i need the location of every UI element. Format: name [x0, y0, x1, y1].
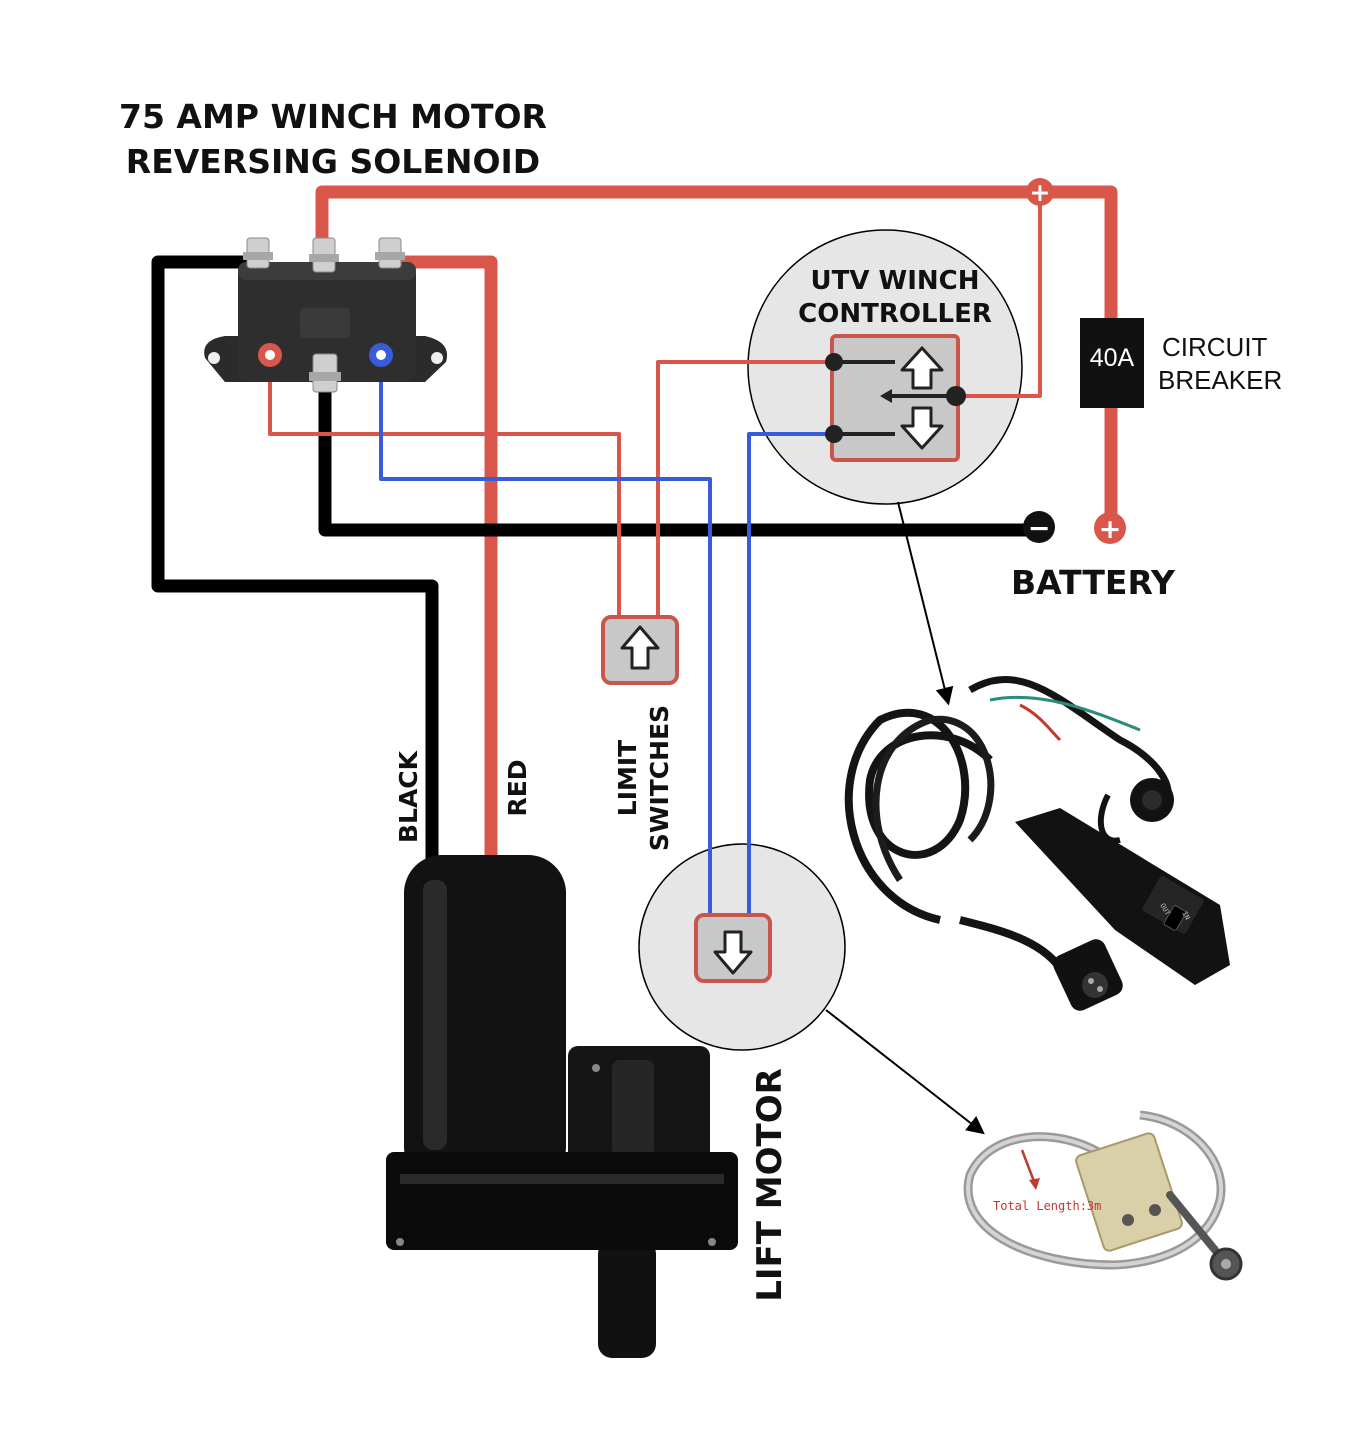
limit-switch-up [601, 615, 679, 685]
solenoid-post-center [309, 237, 339, 273]
wire-red-solenoid-up [268, 355, 621, 617]
controller-label-line1: UTV WINCH [811, 266, 980, 296]
wires [151, 185, 1118, 915]
wire-label-black: BLACK [394, 749, 423, 843]
solenoid [204, 237, 448, 393]
breaker-label-line2: BREAKER [1158, 365, 1282, 395]
cable-length-note: Total Length:3m [993, 1199, 1101, 1213]
solenoid-post-right [375, 237, 405, 269]
wire-red-controller-up [656, 360, 832, 617]
battery-positive-terminal: + [1094, 512, 1126, 545]
controller-switch [825, 334, 966, 462]
limit-switch-photo: Total Length:3m [963, 1110, 1243, 1281]
limit-up-arrow-icon [620, 625, 660, 670]
circuit-breaker: 40A [1080, 318, 1144, 408]
wire-blue-solenoid-down [379, 355, 712, 915]
limit-pointer-arrow [825, 1009, 985, 1135]
remote-socket [968, 676, 1174, 844]
lift-motor-label: LIFT MOTOR [750, 1068, 790, 1302]
remote-handset: OUT IN [1015, 808, 1230, 985]
solenoid-title-line2: REVERSING SOLENOID [126, 142, 540, 181]
terminal-plus-tap: + [1026, 178, 1054, 207]
controller-common-arrow-icon [880, 389, 892, 403]
controller-pointer-arrow [897, 501, 954, 706]
plus-sign-icon: + [1099, 514, 1122, 545]
minus-sign-icon: − [1028, 513, 1051, 544]
wire-blue-controller-down [747, 432, 832, 915]
remote-plug [1053, 939, 1123, 1011]
remote-cable-coil [844, 709, 993, 924]
limit-switch-body [1075, 1132, 1243, 1281]
wire-label-red: RED [503, 759, 532, 816]
battery-label: BATTERY [1011, 563, 1176, 602]
battery-negative-terminal: − [1023, 511, 1055, 544]
remote-in-label: IN [1180, 910, 1191, 921]
limit-switches-label-line2: SWITCHES [645, 705, 674, 851]
breaker-rating-text: 40A [1090, 344, 1135, 372]
solenoid-title-line1: 75 AMP WINCH MOTOR [119, 97, 547, 136]
motor-output-shaft [598, 1240, 656, 1358]
controller-up-arrow-icon [900, 346, 944, 390]
wire-red-motor [395, 255, 498, 860]
lift-motor [386, 855, 738, 1358]
solenoid-ground-stud [309, 353, 341, 393]
breaker-label-line1: CIRCUIT [1162, 332, 1268, 362]
controller-down-arrow-icon [900, 406, 944, 450]
limit-down-arrow-icon [713, 930, 753, 975]
solenoid-post-left [243, 237, 273, 269]
limit-switches-label-line1: LIMIT [613, 740, 642, 816]
controller-label-line2: CONTROLLER [798, 299, 992, 329]
wire-black-motor [151, 255, 439, 872]
wire-black-ground [318, 390, 1038, 537]
winch-remote-kit: OUT IN [844, 676, 1230, 1011]
motor-base-plate [386, 1152, 738, 1250]
plus-sign-icon: + [1030, 178, 1051, 207]
limit-switch-down [694, 913, 772, 983]
wire-red-controller-feed [956, 192, 1042, 398]
length-pointer-arrow [1020, 1149, 1037, 1185]
